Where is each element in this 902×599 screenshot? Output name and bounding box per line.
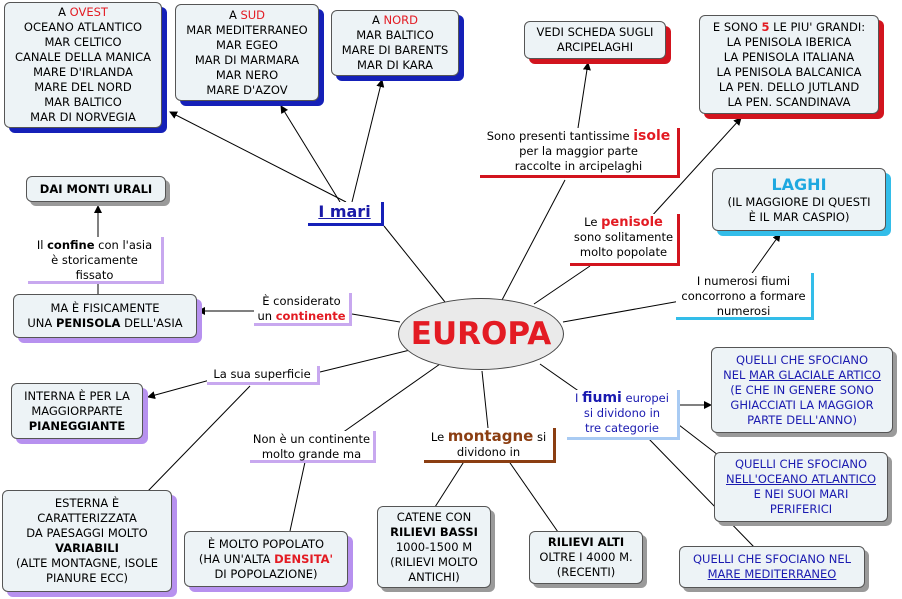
mari-ovest-item: MARE DEL NORD	[34, 80, 132, 94]
box-fiumi-glaciale: QUELLI CHE SFOCIANO NEL MAR GLACIALE ART…	[711, 347, 893, 433]
mari-ovest-item: MAR CELTICO	[44, 35, 122, 49]
link-label-penisole: Le penisole sono solitamente molto popol…	[570, 214, 680, 266]
central-concept-europa: EUROPA	[398, 298, 564, 370]
box-penisole-maggiori: E SONO 5 LE PIU' GRANDI: LA PENISOLA IBE…	[699, 15, 879, 114]
mari-ovest-item: MARE D'IRLANDA	[33, 65, 133, 79]
link-label-confine: Il confine con l'asia è storicamente fis…	[28, 237, 164, 284]
link-label-montagne: Le montagne si dividono in	[424, 428, 556, 463]
box-fiumi-atlantico: QUELLI CHE SFOCIANO NELL'OCEANO ATLANTIC…	[714, 452, 888, 522]
box-penisola-asia: MA È FISICAMENTE UNA PENISOLA DELL'ASIA	[13, 294, 197, 338]
mari-ovest-item: MAR BALTICO	[44, 95, 122, 109]
link-label-fiumi: I fiumi europei si dividono in tre categ…	[567, 390, 680, 440]
box-arcipelaghi: VEDI SCHEDA SUGLI ARCIPELAGHI	[524, 21, 666, 59]
mari-sud-item: MAR EGEO	[216, 37, 278, 52]
mari-sud-item: MAR NERO	[215, 67, 279, 82]
link-label-popolato: Non è un continente molto grande ma	[250, 431, 376, 463]
box-mari-ovest: A OVEST OCEANO ATLANTICO MAR CELTICO CAN…	[4, 2, 162, 128]
box-mari-nord: A NORD MAR BALTICO MARE DI BARENTS MAR D…	[331, 10, 459, 76]
mari-sud-item: MAR MEDITERRANEO	[186, 22, 308, 37]
mari-nord-item: MARE DI BARENTS	[341, 43, 449, 57]
mari-ovest-item: CANALE DELLA MANICA	[14, 50, 152, 64]
box-molto-popolato: È MOLTO POPOLATO (HA UN'ALTA DENSITA' DI…	[184, 531, 348, 587]
box-rilievi-bassi: CATENE CON RILIEVI BASSI 1000-1500 M (RI…	[377, 506, 491, 588]
box-monti-urali: DAI MONTI URALI	[26, 176, 166, 202]
box-superficie-esterna: ESTERNA È CARATTERIZZATA DA PAESAGGI MOL…	[2, 490, 172, 592]
mari-nord-item: MAR DI KARA	[357, 58, 433, 72]
link-label-isole: Sono presenti tantissime isole per la ma…	[480, 128, 680, 178]
box-fiumi-mediterraneo: QUELLI CHE SFOCIANO NEL MARE MEDITERRANE…	[679, 546, 865, 588]
mari-ovest-item: MAR DI NORVEGIA	[30, 110, 136, 124]
mari-nord-title: A NORD	[371, 13, 419, 27]
box-mari-sud: A SUD MAR MEDITERRANEO MAR EGEO MAR DI M…	[175, 4, 319, 101]
box-laghi: LAGHI (IL MAGGIORE DI QUESTI È IL MAR CA…	[712, 168, 886, 231]
link-label-mari: I mari	[308, 202, 384, 226]
mari-sud-item: MARE D'AZOV	[206, 82, 288, 97]
mari-ovest-title: A OVEST	[58, 5, 108, 19]
link-label-superficie: La sua superficie	[207, 366, 320, 385]
box-superficie-interna: INTERNA È PER LA MAGGIORPARTE PIANEGGIAN…	[11, 383, 143, 439]
link-label-continente: È considerato un continente	[254, 293, 352, 326]
mari-nord-item: MAR BALTICO	[356, 28, 434, 42]
mari-sud-title: A SUD	[228, 7, 266, 22]
link-label-laghi: I numerosi fiumi concorrono a formare nu…	[676, 273, 814, 320]
box-rilievi-alti: RILIEVI ALTI OLTRE I 4000 M. (RECENTI)	[529, 531, 643, 584]
mari-ovest-item: OCEANO ATLANTICO	[23, 20, 143, 34]
mari-sud-item: MAR DI MARMARA	[194, 52, 300, 67]
